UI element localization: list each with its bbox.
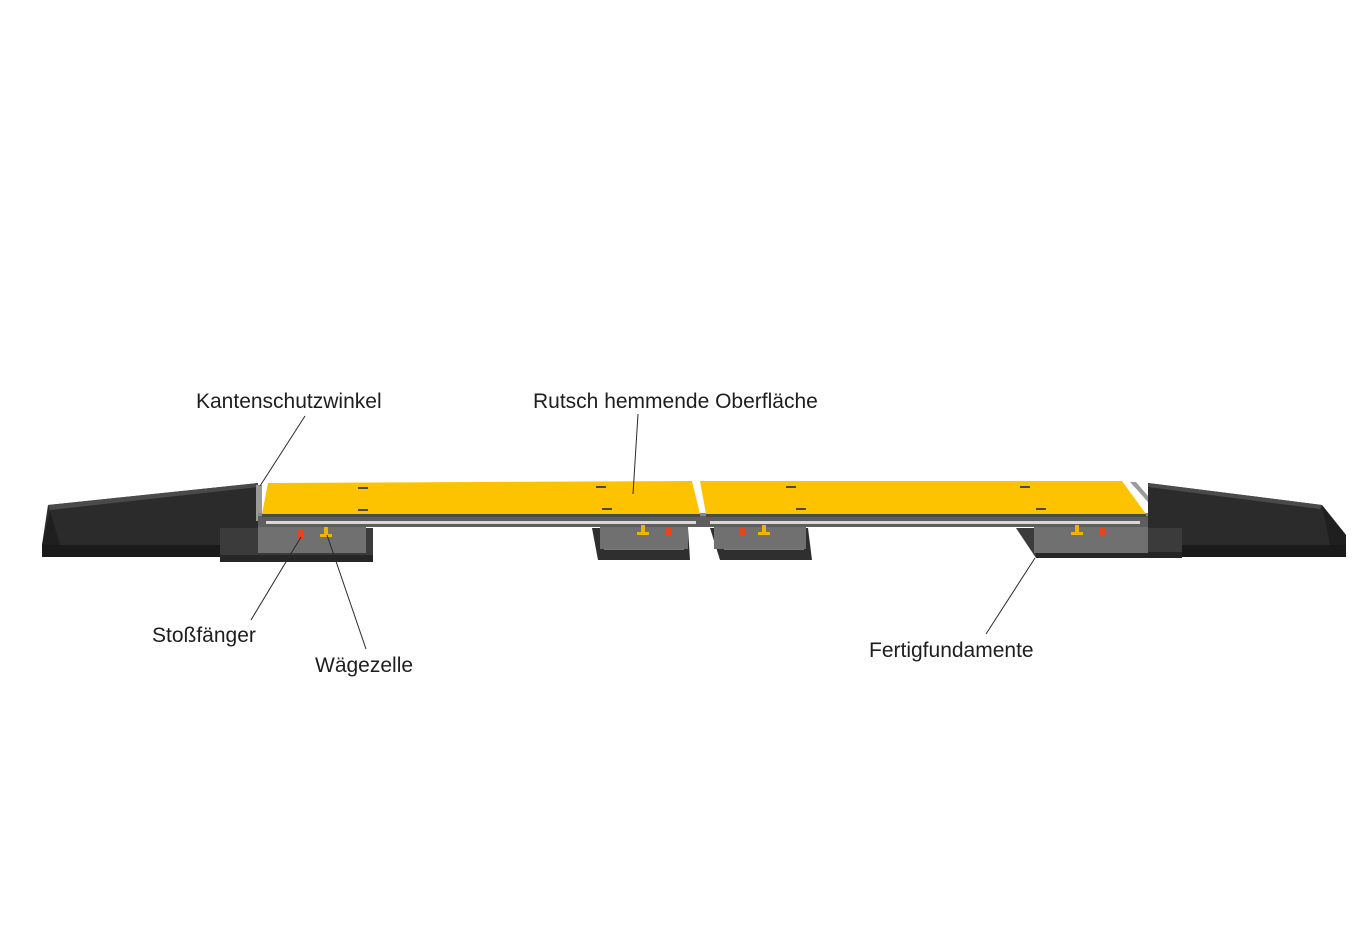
label-load-cell: Wägezelle <box>315 654 413 677</box>
left-ramp <box>42 483 258 557</box>
label-edge-protection: Kantenschutzwinkel <box>196 390 382 413</box>
leader-anti-slip-surface <box>632 413 639 495</box>
right-edge-protection <box>1124 482 1148 502</box>
left-edge-protection <box>256 483 266 521</box>
leader-bumper <box>250 536 302 621</box>
leader-load-cell <box>326 534 367 650</box>
label-bumper: Stoßfänger <box>152 624 256 647</box>
leader-edge-protection <box>259 415 306 487</box>
bumpers <box>298 528 1105 539</box>
platform-deck-left <box>262 481 700 517</box>
label-anti-slip-surface: Rutsch hemmende Oberfläche <box>533 390 818 413</box>
label-prefab-foundations: Fertigfundamente <box>869 639 1034 662</box>
platform-frame <box>258 513 1148 553</box>
deck-fixing-marks <box>358 486 1046 511</box>
load-cells <box>320 525 1083 537</box>
right-ramp <box>1148 483 1346 557</box>
platform-deck-right <box>700 481 1146 517</box>
leader-prefab-foundations <box>985 557 1036 635</box>
